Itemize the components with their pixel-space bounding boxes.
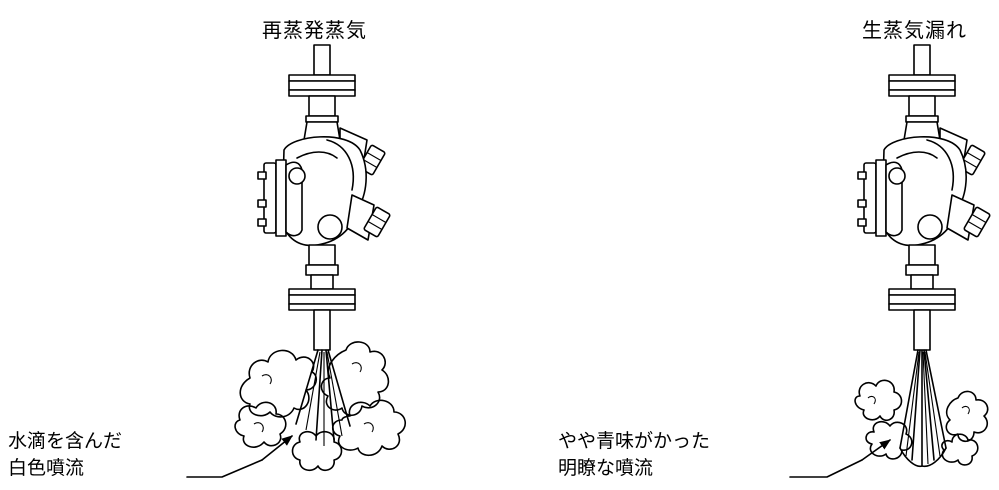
right-callout-line-1: やや青味がかった	[558, 430, 711, 452]
left-white-steam-cloud	[234, 341, 406, 472]
right-panel-title: 生蒸気漏れ	[862, 18, 967, 42]
left-callout-line-2: 白色噴流	[8, 457, 85, 479]
right-callout-line-2: 明瞭な噴流	[558, 457, 654, 479]
right-steam-trap	[857, 44, 992, 351]
right-callout-leader	[789, 439, 891, 478]
right-faint-steam-cloud	[854, 379, 989, 466]
left-callout-leader	[186, 435, 293, 478]
right-steam-jet	[899, 349, 947, 468]
left-callout-line-1: 水滴を含んだ	[8, 430, 123, 452]
left-panel-title: 再蒸発蒸気	[262, 18, 367, 42]
right-callout-label: やや青味がかった 明瞭な噴流	[558, 428, 710, 482]
left-steam-trap	[257, 44, 392, 351]
left-steam-jet	[295, 349, 351, 446]
left-callout-label: 水滴を含んだ 白色噴流	[8, 428, 122, 482]
